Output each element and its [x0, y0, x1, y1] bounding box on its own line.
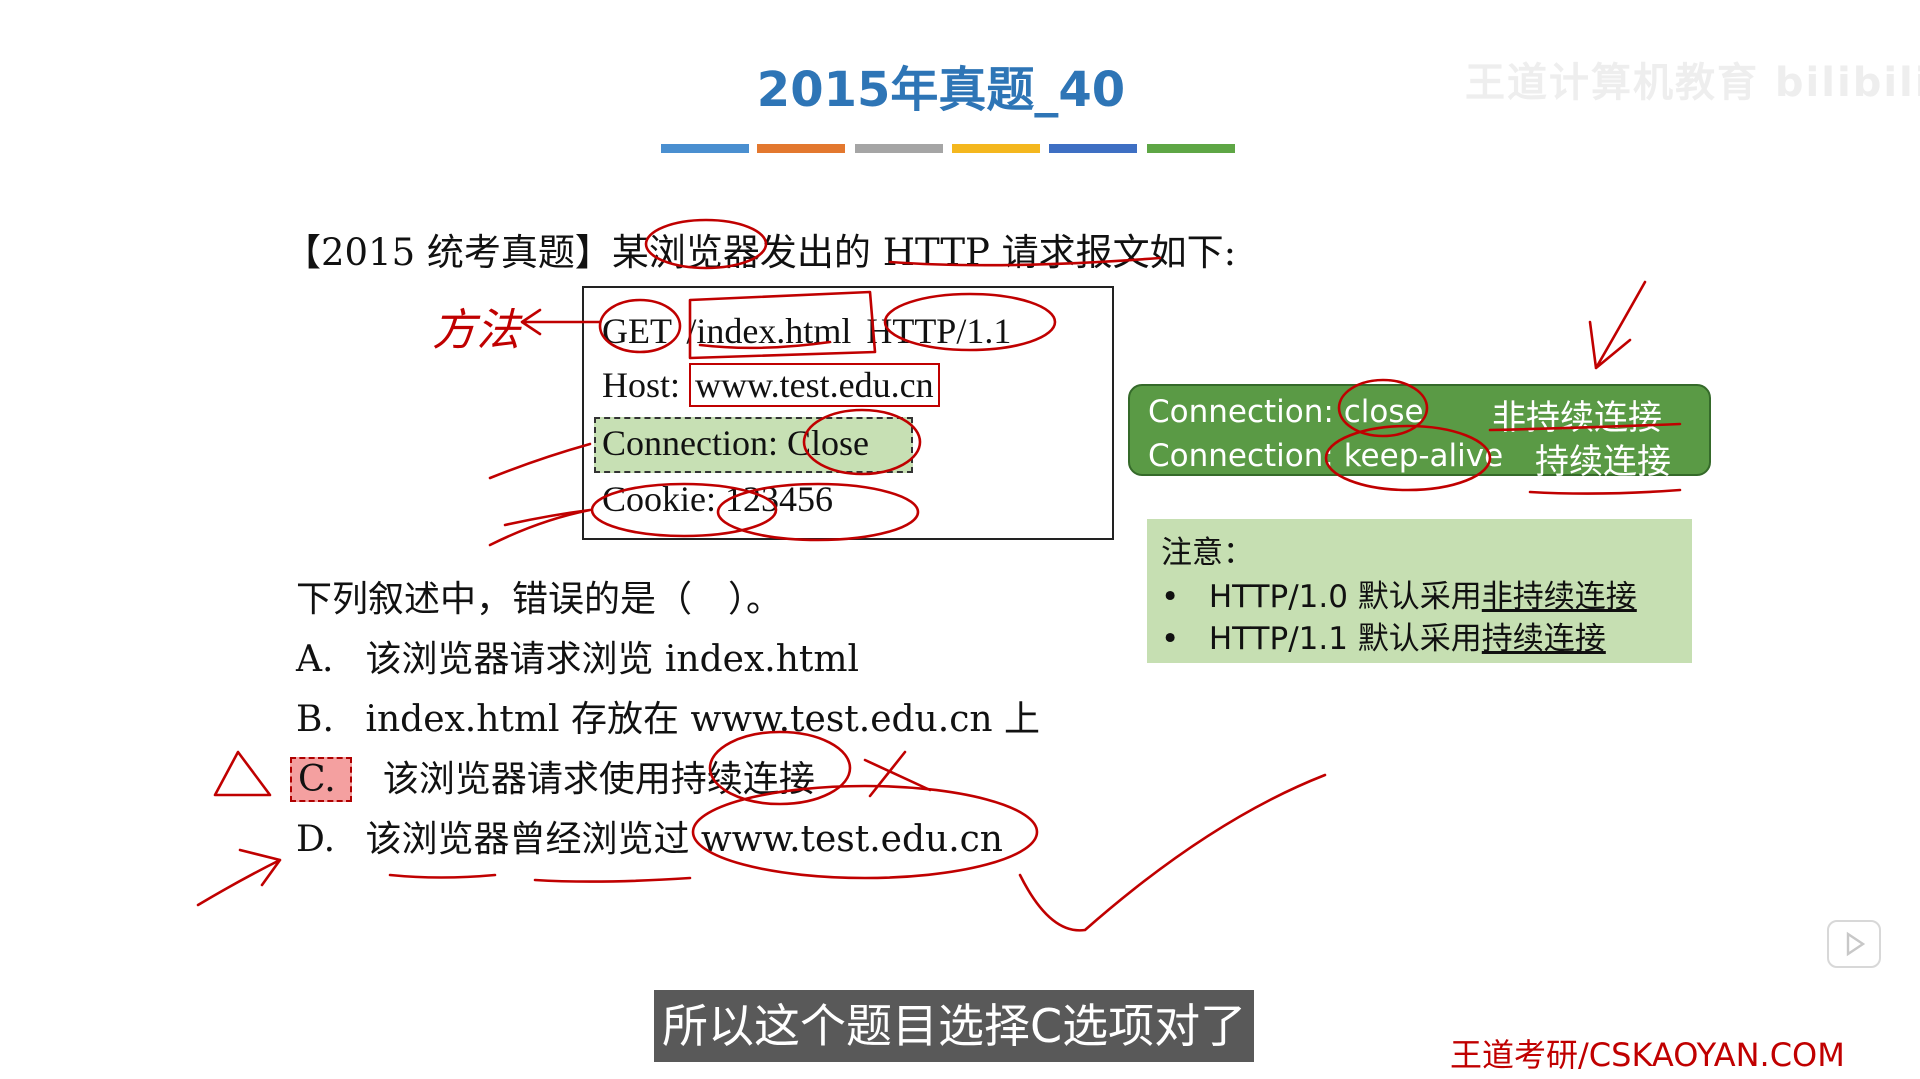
callout-row2-value: keep-alive [1343, 438, 1504, 474]
ink-arrow-d [196, 848, 282, 907]
play-icon[interactable] [1827, 920, 1881, 968]
note-item1-underlined: 非持续连接 [1481, 579, 1637, 615]
option-c-letter: C. [290, 757, 352, 802]
ink-triangle [213, 750, 272, 797]
cookie-line: Cookie: 123456 [602, 478, 833, 520]
host-label: Host: [602, 365, 681, 405]
connection-callout: Connection: close 非持续连接 Connection: keep… [1128, 384, 1711, 482]
ink-cross [863, 750, 932, 798]
note-item-1: • HTTP/1.0 默认采用非持续连接 [1161, 571, 1637, 616]
question-header-suffix: 如下: [1149, 231, 1237, 274]
color-bar-6 [1147, 144, 1235, 153]
slide-title: 2015年真题_40 [756, 62, 1126, 118]
option-a-text: 该浏览器请求浏览 index.html [365, 639, 859, 680]
http-request-box: GET /index.html HTTP/1.1 Host: www.test.… [582, 286, 1114, 540]
watermark: 王道计算机教育 bilibili [1465, 60, 1920, 106]
color-bar-1 [661, 144, 749, 153]
cookie-label: Cookie: [602, 479, 716, 519]
connection-value: Close [786, 423, 869, 463]
option-d: D. 该浏览器曾经浏览过 www.test.edu.cn [296, 810, 1003, 862]
callout-row2-label: Connection: [1148, 438, 1344, 474]
option-b-text: index.html 存放在 www.test.edu.cn 上 [365, 699, 1040, 740]
callout-row1-value: close [1343, 394, 1424, 430]
question-header: 【2015 统考真题】某浏览器发出的 HTTP 请求报文如下: [284, 222, 1236, 276]
footer-brand: 王道考研/CSKAOYAN.COM [1450, 1036, 1845, 1074]
question-stem: 下列叙述中，错误的是（ ）。 [296, 579, 783, 620]
color-bar-3 [855, 144, 943, 153]
ink-checkmark [1018, 773, 1327, 932]
question-header-http: HTTP 请求报文 [882, 231, 1150, 274]
request-version: HTTP/1.1 [866, 311, 1012, 351]
note-item1-prefix: HTTP/1.0 默认采用 [1208, 579, 1482, 615]
callout-row1-label: Connection: [1148, 394, 1344, 430]
note-title: 注意： [1161, 535, 1254, 571]
note-box: 注意： • HTTP/1.0 默认采用非持续连接 • HTTP/1.1 默认采用… [1147, 519, 1692, 663]
cookie-value: 123456 [725, 479, 833, 519]
bullet-icon: • [1161, 579, 1209, 615]
option-b: B. index.html 存放在 www.test.edu.cn 上 [296, 690, 1040, 742]
option-a-letter: A. [296, 639, 334, 680]
callout-row-keepalive: Connection: keep-alive [1148, 438, 1503, 474]
callout-row-close: Connection: close [1148, 394, 1424, 430]
ink-arrow-callout [1588, 280, 1647, 370]
option-c: C. 该浏览器请求使用持续连接 [290, 750, 815, 802]
connection-label: Connection: [602, 423, 778, 463]
color-bar-5 [1049, 144, 1137, 153]
connection-line: Connection: Close [602, 422, 869, 464]
play-triangle-icon [1846, 931, 1866, 957]
color-bar-4 [952, 144, 1040, 153]
request-line: GET /index.html HTTP/1.1 [602, 310, 1011, 352]
video-subtitle: 所以这个题目选择C选项对了 [654, 990, 1255, 1062]
note-item2-prefix: HTTP/1.1 默认采用 [1208, 621, 1482, 657]
question-header-prefix: 【2015 统考真题】某浏览器发出的 [284, 231, 883, 274]
option-d-text: 该浏览器曾经浏览过 www.test.edu.cn [365, 819, 1003, 860]
callout-row2-cn: 持续连接 [1535, 442, 1671, 482]
option-c-text: 该浏览器请求使用持续连接 [382, 759, 815, 800]
color-bar-2 [757, 144, 845, 153]
callout-row1-cn: 非持续连接 [1492, 398, 1662, 438]
request-url: /index.html [686, 311, 852, 351]
bullet-icon: • [1161, 621, 1209, 657]
ink-arrows-left [488, 442, 592, 547]
note-item-2: • HTTP/1.1 默认采用持续连接 [1161, 613, 1606, 658]
option-a: A. 该浏览器请求浏览 index.html [296, 630, 859, 682]
note-item2-underlined: 持续连接 [1481, 621, 1606, 657]
host-value: www.test.edu.cn [689, 363, 940, 407]
option-d-letter: D. [296, 819, 336, 860]
option-b-letter: B. [296, 699, 334, 740]
ink-underline-d [388, 873, 692, 883]
request-method: GET [602, 311, 672, 351]
ink-note-method: 方法 [432, 305, 523, 356]
host-line: Host: www.test.edu.cn [602, 363, 940, 407]
